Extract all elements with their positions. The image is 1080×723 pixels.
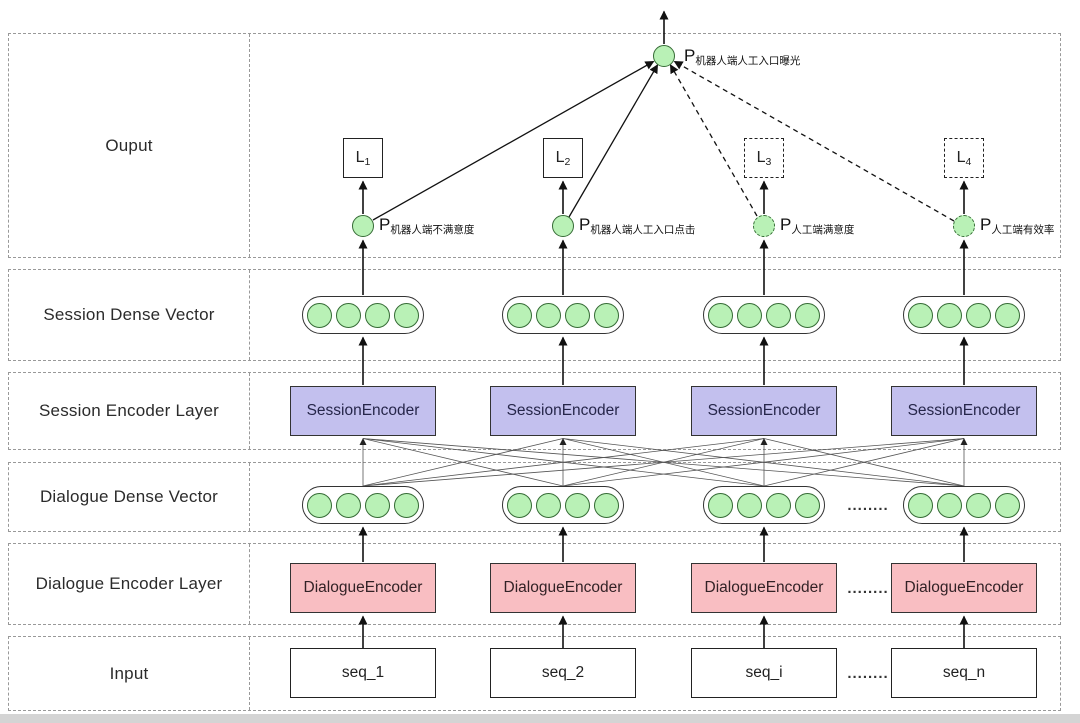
row-session-encoder-layer: Session Encoder Layer: [8, 372, 1061, 450]
row-output: Ouput: [8, 33, 1061, 258]
row-label-session-dense-vector: Session Dense Vector: [9, 270, 250, 360]
bottom-strip: [0, 714, 1080, 723]
row-input: Input: [8, 636, 1061, 711]
row-dialogue-encoder-layer: Dialogue Encoder Layer: [8, 543, 1061, 625]
row-session-dense-vector: Session Dense Vector: [8, 269, 1061, 361]
row-dialogue-dense-vector: Dialogue Dense Vector: [8, 462, 1061, 532]
row-label-output: Ouput: [9, 34, 250, 257]
row-label-input: Input: [9, 637, 250, 710]
row-label-session-encoder-layer: Session Encoder Layer: [9, 373, 250, 449]
row-label-dialogue-dense-vector: Dialogue Dense Vector: [9, 463, 250, 531]
row-label-dialogue-encoder-layer: Dialogue Encoder Layer: [9, 544, 250, 624]
